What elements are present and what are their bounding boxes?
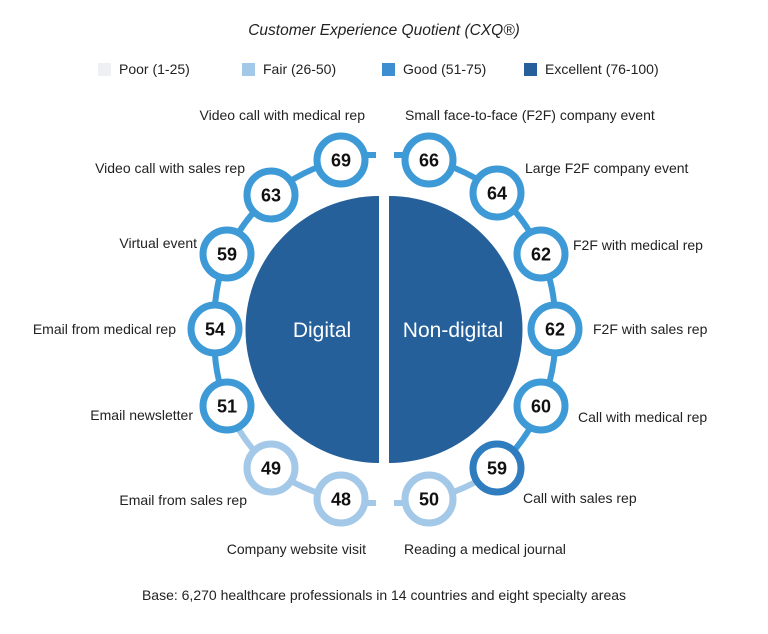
score-node: 62 — [527, 301, 583, 357]
footnote: Base: 6,270 healthcare professionals in … — [141, 587, 627, 603]
node-group: 69 63 59 54 51 49 48 66 64 62 62 60 59 50 — [187, 132, 583, 527]
legend-label-poor: Poor (1-25) — [119, 61, 190, 77]
score-node: 59 — [469, 440, 525, 496]
nondigital-half — [389, 196, 523, 463]
score-value: 51 — [217, 397, 237, 417]
score-ring — [243, 440, 299, 496]
score-value: 59 — [487, 459, 507, 479]
score-value: 63 — [261, 186, 281, 206]
legend-swatch-fair — [242, 62, 255, 76]
channel-label: Small face-to-face (F2F) company event — [405, 107, 655, 123]
digital-label: Digital — [293, 319, 351, 342]
channel-label: Video call with medical rep — [200, 107, 366, 123]
legend-label-good: Good (51-75) — [403, 61, 487, 77]
score-node: 60 — [513, 378, 569, 434]
nondigital-label: Non-digital — [403, 319, 503, 342]
channel-label: Company website visit — [227, 541, 366, 557]
score-node: 62 — [513, 226, 569, 282]
score-ring — [527, 301, 583, 357]
channel-label: Email from sales rep — [119, 492, 247, 508]
score-value: 50 — [419, 490, 439, 510]
legend-item-fair: Fair (26-50) — [242, 58, 336, 80]
score-ring — [313, 471, 369, 527]
score-value: 54 — [205, 320, 225, 340]
channel-label: Large F2F company event — [525, 160, 689, 176]
score-ring — [469, 165, 525, 221]
score-node: 59 — [199, 226, 255, 282]
score-value: 62 — [545, 320, 565, 340]
score-value: 64 — [487, 184, 507, 204]
score-node: 49 — [243, 440, 299, 496]
score-value: 60 — [531, 397, 551, 417]
score-node: 50 — [401, 471, 457, 527]
channel-label: Email from medical rep — [33, 321, 176, 337]
chart-title: Customer Experience Quotient (CXQ®) — [248, 22, 520, 39]
channel-label: Call with sales rep — [523, 490, 637, 506]
score-value: 69 — [331, 151, 351, 171]
score-ring — [513, 226, 569, 282]
legend: Poor (1-25) Fair (26-50) Good (51-75) Ex… — [0, 58, 768, 80]
score-node: 66 — [401, 132, 457, 188]
channel-label: Call with medical rep — [578, 409, 707, 425]
score-node: 51 — [199, 378, 255, 434]
score-ring — [401, 471, 457, 527]
score-ring — [469, 440, 525, 496]
channel-label: F2F with sales rep — [593, 321, 708, 337]
legend-swatch-good — [382, 62, 395, 76]
channel-label: Virtual event — [119, 235, 197, 251]
score-value: 59 — [217, 245, 237, 265]
legend-label-excellent: Excellent (76-100) — [545, 61, 659, 77]
score-node: 54 — [187, 301, 243, 357]
score-ring — [199, 226, 255, 282]
channel-label: Video call with sales rep — [95, 160, 245, 176]
channel-label: Reading a medical journal — [404, 541, 566, 557]
score-ring — [199, 378, 255, 434]
legend-swatch-excellent — [524, 62, 537, 76]
digital-half — [245, 196, 379, 464]
score-node: 69 — [313, 132, 369, 188]
score-node: 63 — [243, 167, 299, 223]
legend-item-good: Good (51-75) — [382, 58, 486, 80]
legend-swatch-poor — [98, 62, 111, 76]
score-value: 48 — [331, 490, 351, 510]
score-node: 64 — [469, 165, 525, 221]
score-value: 49 — [261, 459, 281, 479]
score-ring — [401, 132, 457, 188]
score-value: 66 — [419, 151, 439, 171]
channel-label: Email newsletter — [90, 407, 193, 423]
score-ring — [513, 378, 569, 434]
channel-label: F2F with medical rep — [573, 237, 703, 253]
score-node: 48 — [313, 471, 369, 527]
legend-item-excellent: Excellent (76-100) — [524, 58, 659, 80]
legend-label-fair: Fair (26-50) — [263, 61, 337, 77]
legend-item-poor: Poor (1-25) — [98, 58, 190, 80]
score-ring — [313, 132, 369, 188]
score-ring — [187, 301, 243, 357]
score-ring — [243, 167, 299, 223]
score-value: 62 — [531, 245, 551, 265]
